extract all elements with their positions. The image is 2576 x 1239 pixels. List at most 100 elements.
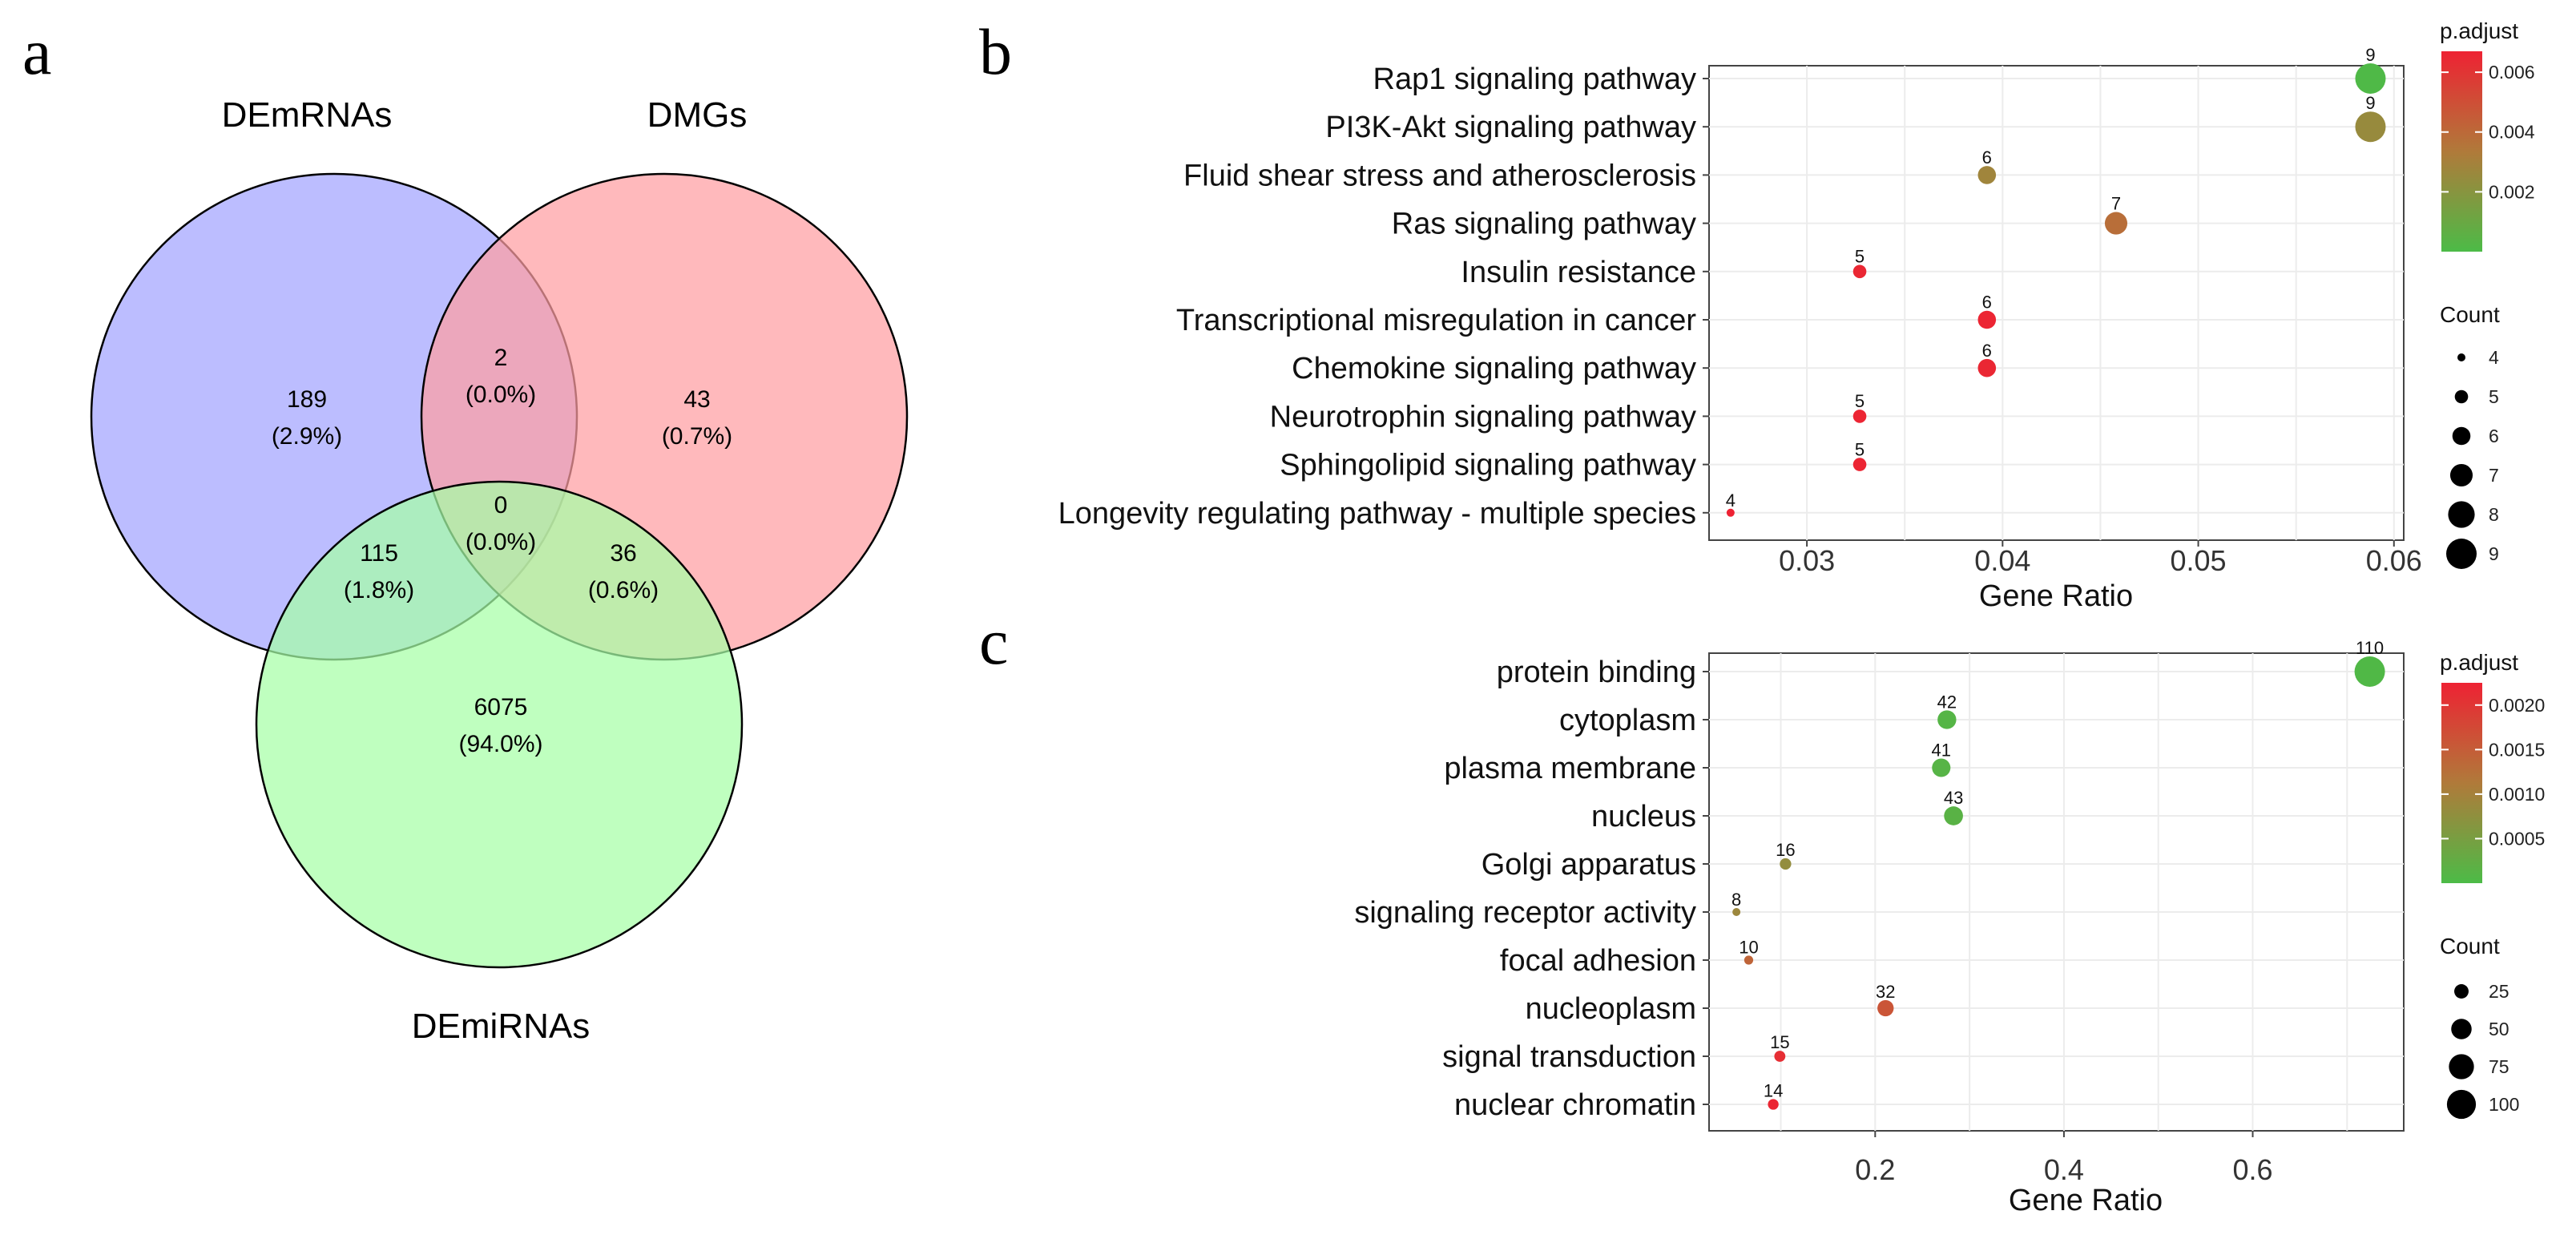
data-label: 8 <box>1731 890 1741 910</box>
venn-label-dmgs: DMGs <box>647 95 748 135</box>
data-point <box>1744 955 1754 965</box>
data-point <box>2355 63 2386 94</box>
venn-label-demrnas: DEmRNAs <box>222 95 393 135</box>
y-category-label: Fluid shear stress and atherosclerosis <box>1183 159 1696 192</box>
size-legend-label: 100 <box>2489 1094 2519 1115</box>
data-label: 9 <box>2365 45 2375 65</box>
size-legend-label: 6 <box>2489 426 2499 446</box>
y-category-label: Longevity regulating pathway - multiple … <box>1058 497 1696 531</box>
data-label: 32 <box>1876 982 1895 1002</box>
size-legend-title: Count <box>2440 934 2500 959</box>
venn-region-percent: (94.0%) <box>458 731 542 757</box>
x-axis-title: Gene Ratio <box>2009 1184 2163 1217</box>
y-category-label: Neurotrophin signaling pathway <box>1270 400 1696 434</box>
y-category-label: nucleoplasm <box>1526 992 1696 1026</box>
data-label: 5 <box>1855 439 1864 459</box>
data-label: 14 <box>1764 1080 1783 1100</box>
size-legend-label: 8 <box>2489 504 2499 525</box>
size-legend-label: 7 <box>2489 465 2499 486</box>
size-legend-dot <box>2451 1019 2472 1039</box>
venn-region-percent: (0.0%) <box>466 381 536 408</box>
plot-panel-border <box>1708 652 2405 1132</box>
data-point <box>1852 458 1867 471</box>
data-label: 6 <box>1982 341 1992 361</box>
data-point <box>1726 508 1735 517</box>
y-category-label: Rap1 signaling pathway <box>1373 63 1697 96</box>
color-legend-tick-label: 0.0020 <box>2489 695 2545 716</box>
data-label: 5 <box>1855 391 1864 411</box>
data-point <box>1732 908 1741 916</box>
venn-region-count: 6075 <box>474 694 528 720</box>
x-tick-label: 0.2 <box>1855 1153 1895 1186</box>
venn-region-count: 2 <box>494 345 508 371</box>
size-legend-label: 25 <box>2489 981 2509 1002</box>
y-category-label: Ras signaling pathway <box>1392 208 1696 241</box>
venn-diagram: DEmRNAs DMGs DEmiRNAs 189 (2.9%) 43 (0.7… <box>90 95 909 1046</box>
venn-region-percent: (0.7%) <box>662 423 732 450</box>
venn-region-percent: (2.9%) <box>272 423 342 450</box>
data-point <box>2354 656 2385 687</box>
data-point <box>1937 710 1957 729</box>
panel-letter-a: a <box>22 15 51 88</box>
y-category-label: Chemokine signaling pathway <box>1292 352 1696 385</box>
size-legend-label: 50 <box>2489 1019 2509 1039</box>
color-legend-tick-label: 0.002 <box>2489 181 2535 202</box>
y-category-label: nucleus <box>1591 800 1696 833</box>
data-label: 42 <box>1937 692 1957 712</box>
size-legend-dot <box>2457 353 2465 361</box>
x-tick-label: 0.04 <box>1974 544 2030 577</box>
data-label: 6 <box>1982 293 1992 313</box>
size-legend-dot <box>2454 389 2469 404</box>
grid-lines <box>1709 653 2404 1131</box>
color-legend-tick-label: 0.006 <box>2489 62 2535 83</box>
x-tick-label: 0.06 <box>2366 544 2422 577</box>
data-label: 43 <box>1944 788 1963 808</box>
x-tick-label: 0.03 <box>1779 544 1835 577</box>
size-legend-items: 25 50 75 100 <box>2446 981 2519 1120</box>
size-legend-label: 5 <box>2489 386 2499 407</box>
y-category-label: nuclear chromatin <box>1454 1088 1696 1122</box>
data-point <box>2355 111 2386 143</box>
data-point <box>1768 1099 1779 1110</box>
size-legend-label: 75 <box>2489 1056 2509 1077</box>
color-legend-title: p.adjust <box>2440 18 2518 43</box>
data-point <box>1932 758 1951 777</box>
data-label: 7 <box>2111 194 2121 214</box>
y-category-label: focal adhesion <box>1500 944 1696 978</box>
data-point <box>1944 806 1963 825</box>
venn-region-percent: (0.6%) <box>588 577 659 603</box>
x-tick-label: 0.4 <box>2044 1153 2084 1186</box>
size-legend-label: 4 <box>2489 347 2499 368</box>
color-legend-tick-label: 0.0015 <box>2489 739 2545 760</box>
x-tick-label: 0.05 <box>2171 544 2227 577</box>
venn-label-demirnas: DEmiRNAs <box>412 1007 590 1046</box>
size-legend-dot <box>2448 501 2475 528</box>
size-legend-dot <box>2452 426 2471 446</box>
y-category-label: protein binding <box>1497 656 1696 689</box>
data-label: 6 <box>1982 147 1992 167</box>
y-category-label: signal transduction <box>1442 1040 1696 1074</box>
color-legend-tick-label: 0.0010 <box>2489 784 2545 805</box>
data-point <box>1774 1051 1786 1062</box>
data-point <box>1852 264 1867 279</box>
data-label: 5 <box>1855 246 1864 266</box>
y-category-label: plasma membrane <box>1444 752 1696 785</box>
venn-region-count: 115 <box>360 540 398 567</box>
data-label: 16 <box>1776 840 1795 860</box>
data-label: 10 <box>1739 937 1758 957</box>
venn-region-count: 189 <box>287 386 327 413</box>
data-point <box>1977 358 1997 377</box>
y-category-label: signaling receptor activity <box>1354 896 1696 930</box>
data-label: 9 <box>2365 93 2375 113</box>
venn-region-count: 43 <box>683 386 710 413</box>
color-legend-tick-label: 0.0005 <box>2489 828 2545 849</box>
data-point <box>1977 310 1997 329</box>
